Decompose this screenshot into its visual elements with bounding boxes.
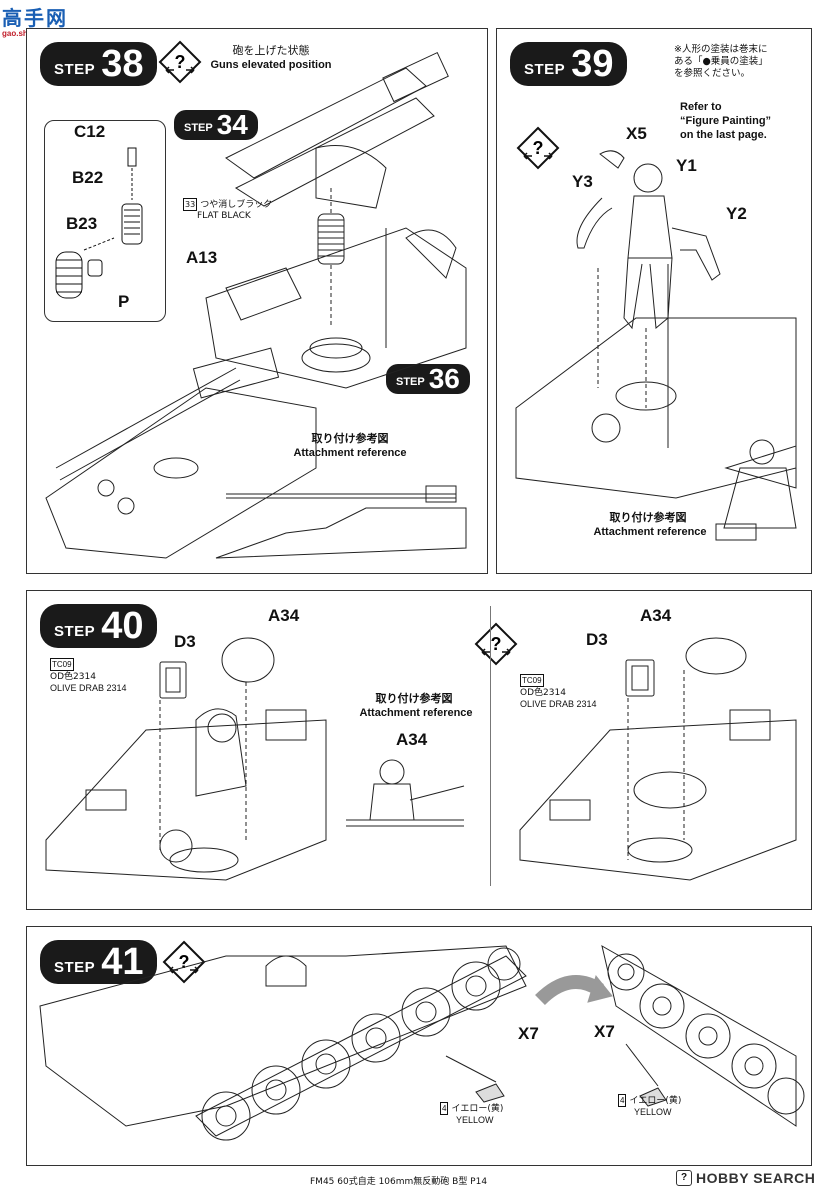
part-label-a13: A13 <box>186 248 218 267</box>
step-40-panel <box>26 590 812 910</box>
footer-brand: ? HOBBY SEARCH <box>676 1170 815 1186</box>
step-40-badge: STEP 40 <box>40 604 158 648</box>
figure-painting-note-en: Refer to “Figure Painting” on the last p… <box>680 101 772 141</box>
part-label-a34-ref: A34 <box>396 730 428 749</box>
footer-brand-text: HOBBY SEARCH <box>696 1170 816 1186</box>
svg-text:?: ? <box>179 952 190 972</box>
assembly-direction-icon: ? <box>158 40 202 84</box>
vehicle-drawing-step-40-left <box>45 637 327 881</box>
step-40-divider <box>490 606 491 886</box>
elevated-en: Guns elevated position <box>210 59 332 71</box>
part-label-d3-left: D3 <box>174 632 196 651</box>
attach-ref-en-39: Attachment reference <box>593 526 707 538</box>
vehicle-drawing-step-41 <box>39 945 805 1141</box>
part-label-b22: B22 <box>72 168 104 187</box>
svg-text:?: ? <box>491 634 502 654</box>
step-number: 39 <box>571 43 614 85</box>
step-word: STEP <box>54 623 96 640</box>
step-36-badge: STEP 36 <box>386 364 470 394</box>
step-word: STEP <box>54 61 96 78</box>
site-logo-text: 高手网 <box>2 6 68 30</box>
attach-ref-en-38: Attachment reference <box>293 447 407 459</box>
part-label-x7-left: X7 <box>518 1024 539 1043</box>
paint-callout-olive-drab-right: TC09 OD色2314 OLIVE DRAB 2314 <box>520 674 597 709</box>
part-label-p: P <box>118 292 130 311</box>
part-label-y3: Y3 <box>572 172 593 191</box>
part-label-d3-right: D3 <box>586 630 608 649</box>
part-label-a34-left: A34 <box>268 606 300 625</box>
subassembly-inset <box>44 120 166 322</box>
assembly-direction-icon: ? <box>474 622 518 666</box>
part-label-b23: B23 <box>66 214 98 233</box>
svg-text:?: ? <box>533 138 544 158</box>
svg-text:?: ? <box>175 52 186 72</box>
part-label-a34-right: A34 <box>640 606 672 625</box>
part-label-x7-right: X7 <box>594 1022 615 1041</box>
attach-ref-ja-40: 取り付け参考図 <box>375 692 453 705</box>
elevated-ja: 砲を上げた状態 <box>232 44 310 57</box>
attachment-reference-drawing-40 <box>346 759 465 827</box>
vehicle-drawing-step-38 <box>45 51 467 559</box>
attach-ref-ja-39: 取り付け参考図 <box>609 511 687 524</box>
step-number: 41 <box>101 941 144 983</box>
part-label-x5: X5 <box>626 124 647 143</box>
hobby-search-icon: ? <box>676 1170 692 1186</box>
inset-parts-drawing <box>55 147 143 299</box>
step-word: STEP <box>54 959 96 976</box>
vehicle-drawing-step-39 <box>515 150 797 541</box>
attach-ref-ja-38: 取り付け参考図 <box>311 432 389 445</box>
part-label-y2: Y2 <box>726 204 747 223</box>
step-39-panel <box>496 28 812 574</box>
step-word: STEP <box>524 61 566 78</box>
paint-en: FLAT BLACK <box>197 211 251 221</box>
part-label-y1: Y1 <box>676 156 697 175</box>
step-38-badge: STEP 38 <box>40 42 158 86</box>
step-number: 38 <box>101 43 144 85</box>
step-34-badge: STEP 34 <box>174 110 258 140</box>
assembly-direction-icon: ? <box>516 126 560 170</box>
paint-ja: つや消しブラック <box>200 200 273 210</box>
paint-callout-olive-drab-left: TC09 OD色2314 OLIVE DRAB 2314 <box>50 658 127 693</box>
page-footer: FM45 60式自走 106mm無反動砲 B型 P14 ? HOBBY SEAR… <box>0 1170 840 1200</box>
step-41-badge: STEP 41 <box>40 940 158 984</box>
step-39-badge: STEP 39 <box>510 42 628 86</box>
footer-model-text: FM45 60式自走 106mm無反動砲 B型 P14 <box>310 1177 488 1187</box>
step-number: 40 <box>101 605 144 647</box>
figure-painting-note-ja: ※人形の塗装は巻末に ある「●乗員の塗装」 を参照ください。 <box>674 44 768 79</box>
vehicle-drawing-step-40-right <box>519 637 797 881</box>
attach-ref-en-40: Attachment reference <box>359 707 473 719</box>
part-label-c12: C12 <box>74 122 106 141</box>
